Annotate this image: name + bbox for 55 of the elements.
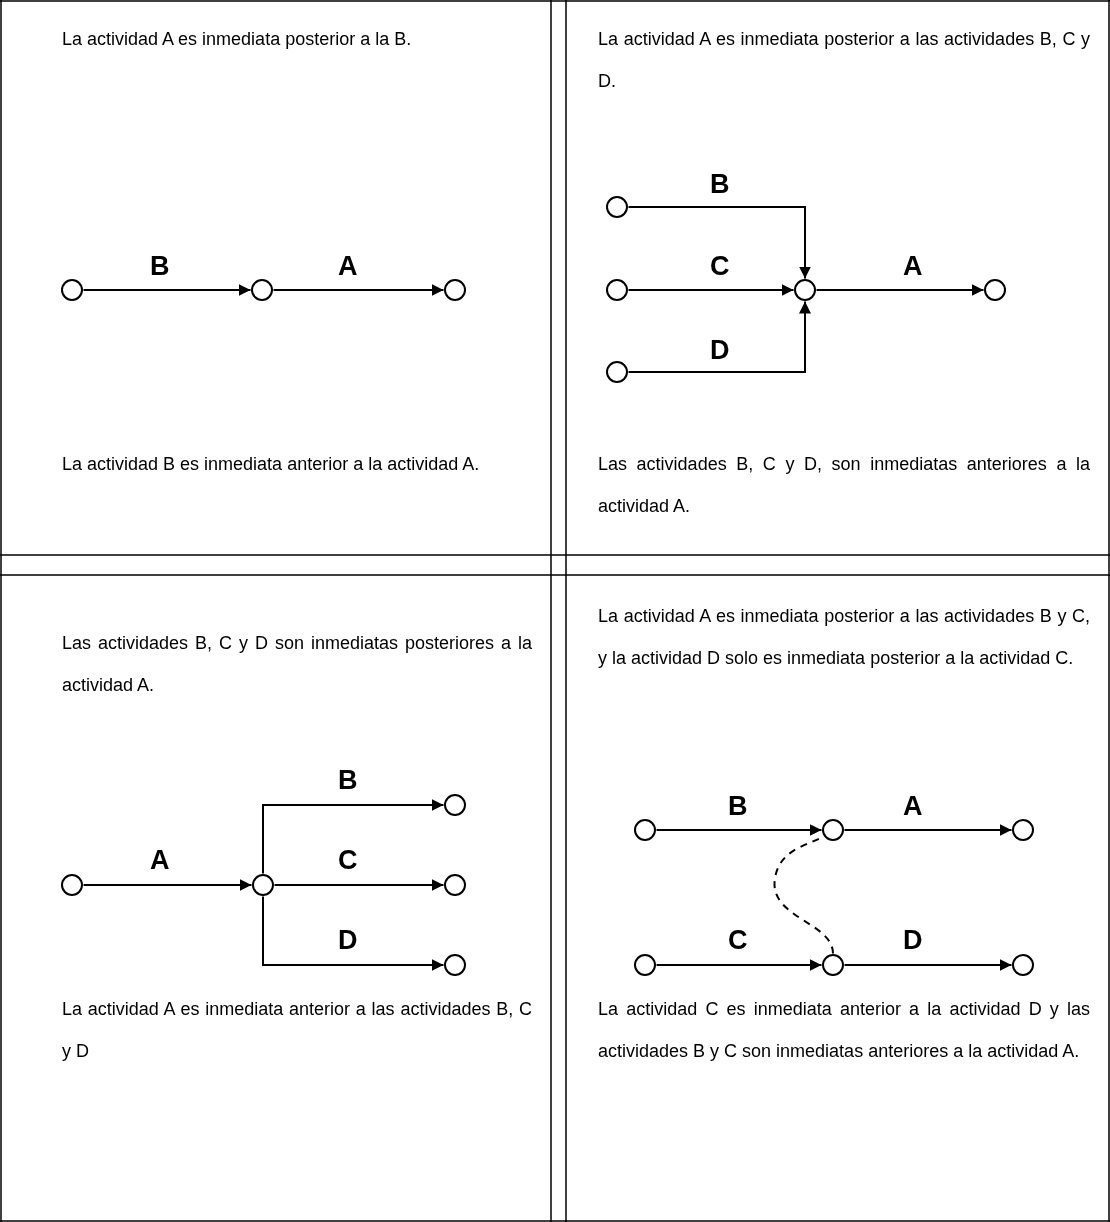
activity-label: B <box>338 766 358 794</box>
event-circle <box>793 278 816 301</box>
description-text: La actividad A es inmediata posterior a las actividades B, C y D. <box>598 28 1090 93</box>
activity-label: D <box>338 926 358 954</box>
activity-label: C <box>338 846 358 874</box>
description-text: La actividad C es inmediata anterior a la actividad D y las actividades B y C son inmediatas anteriores a la actividad A. <box>598 998 1090 1063</box>
arrow <box>272 284 445 296</box>
activity-label: B <box>728 792 748 820</box>
event-circle <box>443 278 466 301</box>
event-circle <box>605 360 628 383</box>
activity-label: D <box>710 336 730 364</box>
activity-label: A <box>903 792 923 820</box>
arrow <box>273 879 445 891</box>
event-circle <box>443 953 466 976</box>
event-circle <box>1011 953 1034 976</box>
activity-label: D <box>903 926 923 954</box>
event-circle <box>983 278 1006 301</box>
activity-label: B <box>710 170 730 198</box>
arrow <box>262 799 445 875</box>
event-circle <box>443 793 466 816</box>
description-text: La actividad B es inmediata anterior a la actividad A. <box>62 453 481 476</box>
activity-label: C <box>710 252 730 280</box>
description-text: La actividad A es inmediata posterior a las actividades B y C, y la actividad D solo es inmediata posterior a la actividad C. <box>598 605 1090 670</box>
arrow <box>815 284 985 296</box>
event-circle <box>251 873 274 896</box>
event-circle <box>60 873 83 896</box>
event-circle <box>633 818 656 841</box>
event-circle <box>821 818 844 841</box>
arrow <box>843 959 1013 971</box>
arrow <box>82 284 252 296</box>
activity-label: A <box>903 252 923 280</box>
event-circle <box>605 195 628 218</box>
activity-label: C <box>728 926 748 954</box>
arrow <box>655 824 823 836</box>
event-circle <box>633 953 656 976</box>
description-text: La actividad A es inmediata anterior a las actividades B, C y D <box>62 998 532 1063</box>
event-circle <box>605 278 628 301</box>
arrow <box>82 879 253 891</box>
description-text: Las actividades B, C y D, son inmediatas anteriores a la actividad A. <box>598 453 1090 518</box>
event-circle <box>821 953 844 976</box>
activity-label: B <box>150 252 170 280</box>
arrow <box>262 895 445 971</box>
activity-label: A <box>150 846 170 874</box>
event-circle <box>250 278 273 301</box>
arrow <box>627 284 795 296</box>
event-circle <box>60 278 83 301</box>
activity-label: A <box>338 252 358 280</box>
description-text: Las actividades B, C y D son inmediatas posteriores a la actividad A. <box>62 632 532 697</box>
event-circle <box>1011 818 1034 841</box>
arrow <box>655 959 823 971</box>
event-circle <box>443 873 466 896</box>
arrow <box>627 206 811 280</box>
arrow <box>627 300 811 373</box>
description-text: La actividad A es inmediata posterior a la B. <box>62 28 413 51</box>
arrow <box>843 824 1013 836</box>
